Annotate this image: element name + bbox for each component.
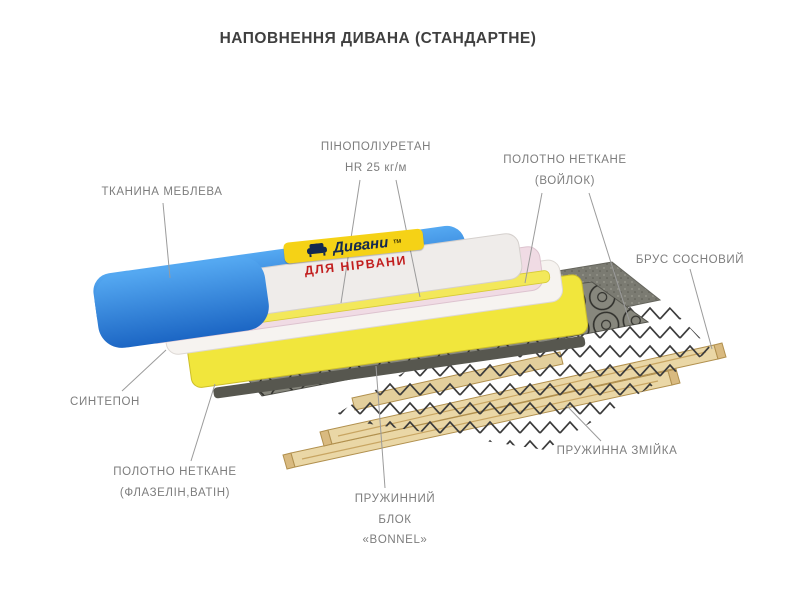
page-title: НАПОВНЕННЯ ДИВАНА (СТАНДАРТНЕ) [219,30,537,47]
leader-lines [121,179,713,489]
label-springblock: ПРУЖИННИЙ БЛОК «BONNEL» [354,493,436,547]
label-foam: ПІНОПОЛІУРЕТАН HR 25 кг/м [320,141,432,174]
nonwoven-layer [213,336,586,399]
label-felt: ПОЛОТНО НЕТКАНЕ (ВОЙЛОК) [503,154,627,187]
fabric-layer-front [94,256,269,348]
layer-stack [93,225,589,399]
brand-tm: тм [392,237,402,246]
brand-name: Дивани [332,234,390,257]
sofa-icon [307,242,328,258]
label-snake: ПРУЖИННА ЗМІЙКА [556,445,678,457]
label-nonwoven: ПОЛОТНО НЕТКАНЕ (ФЛАЗЕЛІН,ВАТІН) [113,466,237,499]
label-beam: БРУС СОСНОВИЙ [635,254,745,266]
label-sintepon: СИНТЕПОН [70,396,140,408]
label-fabric: ТКАНИНА МЕБЛЕВА [101,186,223,198]
